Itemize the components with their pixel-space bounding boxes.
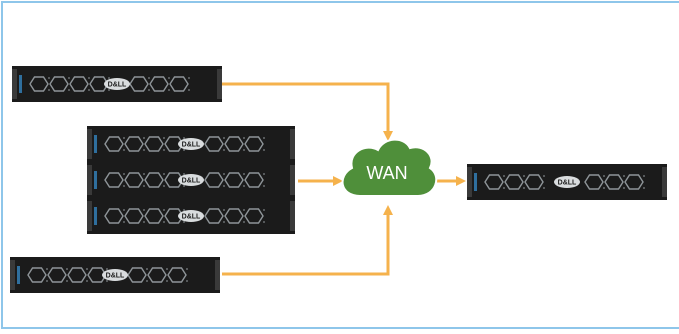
rack-ear-left bbox=[87, 201, 92, 231]
server-destination: D&LL bbox=[467, 164, 667, 200]
server-stack-2: D&LL bbox=[87, 162, 295, 198]
brand-logo: D&LL bbox=[108, 82, 127, 89]
wan-cloud: WAN bbox=[341, 138, 438, 197]
connectors bbox=[222, 82, 466, 276]
brand-badge bbox=[104, 78, 130, 90]
server-top-left: D&LL bbox=[12, 66, 222, 102]
brand-logo: D&LL bbox=[558, 180, 577, 187]
rack-ear-left bbox=[467, 167, 472, 197]
rack-ear-left bbox=[87, 129, 92, 159]
brand-badge bbox=[102, 269, 128, 281]
brand-badge bbox=[554, 176, 580, 188]
brand-badge bbox=[178, 174, 204, 186]
server-stack-3: D&LL bbox=[87, 198, 295, 234]
bezel-hex-pattern bbox=[104, 208, 265, 224]
brand-logo: D&LL bbox=[182, 142, 201, 149]
bezel-hex-pattern bbox=[104, 136, 265, 152]
brand-logo: D&LL bbox=[182, 178, 201, 185]
status-led bbox=[19, 75, 22, 93]
server-bottom-left: D&LL bbox=[10, 257, 220, 293]
arrow-bottom-to-wan bbox=[222, 205, 393, 276]
bezel-hex-pattern bbox=[484, 174, 645, 190]
bezel-hex-pattern bbox=[27, 267, 188, 283]
bezel-hex-pattern bbox=[104, 172, 265, 188]
brand-logo: D&LL bbox=[106, 273, 125, 280]
wan-label: WAN bbox=[366, 163, 407, 183]
rack-ear-left bbox=[10, 260, 15, 290]
rack-ear-left bbox=[87, 165, 92, 195]
rack-ear-right bbox=[290, 129, 295, 159]
status-led bbox=[94, 207, 97, 225]
rack-ear-right bbox=[217, 69, 222, 99]
server-stack-1: D&LL bbox=[87, 126, 295, 162]
brand-logo: D&LL bbox=[182, 214, 201, 221]
rack-ear-left bbox=[12, 69, 17, 99]
status-led bbox=[94, 135, 97, 153]
servers: D&LL D&LL D&LL D&LL D&LL D&LL bbox=[10, 66, 667, 293]
brand-badge bbox=[178, 210, 204, 222]
status-led bbox=[94, 171, 97, 189]
rack-ear-right bbox=[215, 260, 220, 290]
status-led bbox=[474, 173, 477, 191]
arrow-top-to-wan bbox=[222, 82, 393, 141]
rack-ear-right bbox=[662, 167, 667, 197]
status-led bbox=[17, 266, 20, 284]
rack-ear-right bbox=[290, 201, 295, 231]
rack-ear-right bbox=[290, 165, 295, 195]
wan-cloud-shape bbox=[341, 138, 438, 197]
brand-badge bbox=[178, 138, 204, 150]
